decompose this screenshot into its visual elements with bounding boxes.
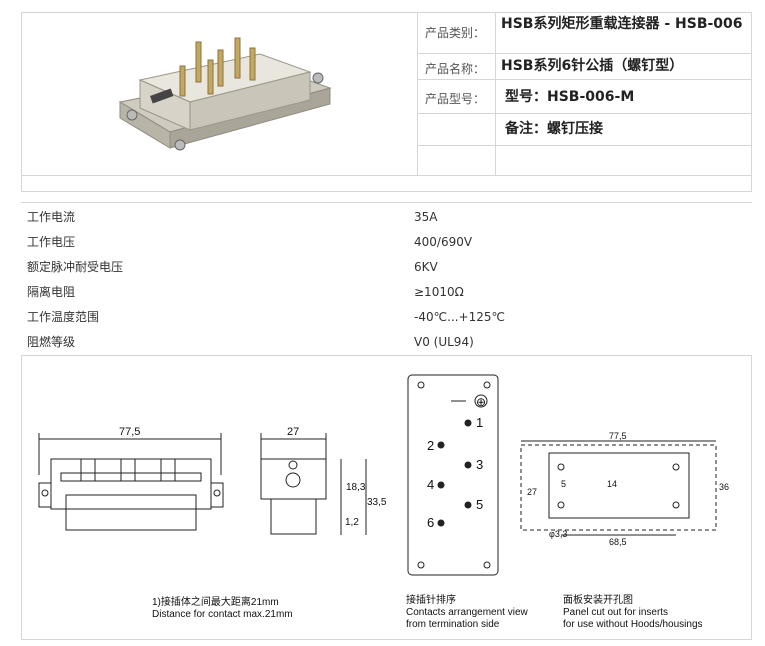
- panel-h3: 5: [561, 479, 566, 489]
- spec-value: V0 (UL94): [414, 335, 474, 349]
- pin-label: 2: [427, 438, 434, 453]
- spec-value: -40℃...+125℃: [414, 310, 505, 324]
- category-value: HSB系列矩形重载连接器 - HSB-006: [501, 16, 743, 32]
- product-photo: [118, 37, 332, 151]
- panel-h2: 14: [607, 479, 617, 489]
- divider: [21, 175, 752, 176]
- caption-dimensions: 1)接插体之间最大距离21mm Distance for contact max…: [152, 597, 293, 620]
- category-label: 产品类别：: [425, 26, 486, 40]
- pe-symbol: ⊕: [476, 395, 486, 409]
- spec-key: 阻燃等级: [27, 335, 76, 349]
- spec-value: ≥1010Ω: [414, 285, 464, 299]
- spec-value: 400/690V: [414, 235, 473, 249]
- spec-key: 额定脉冲耐受电压: [27, 260, 124, 274]
- product-header-box: [21, 12, 752, 192]
- spec-key: 工作电流: [27, 210, 76, 224]
- spec-key: 工作温度范围: [27, 310, 100, 324]
- panel-hole: 68,5: [609, 537, 627, 547]
- spec-value: 35A: [414, 210, 438, 224]
- pin-label: 5: [476, 497, 483, 512]
- pin-label: 4: [427, 477, 434, 492]
- spec-key: 工作电压: [27, 235, 76, 249]
- pin-label: 3: [476, 457, 483, 472]
- caption-contacts: 接插针排序 Contacts arrangement view from ter…: [406, 595, 528, 630]
- dim-h3: 1,2: [345, 517, 359, 528]
- pin-label: 6: [427, 515, 434, 530]
- panel-width: 77,5: [609, 431, 627, 441]
- drawing-box: [21, 355, 752, 640]
- note-value: 备注：螺钉压接: [505, 121, 603, 137]
- divider: [21, 202, 752, 203]
- model-label: 产品型号：: [425, 92, 486, 106]
- model-value: 型号：HSB-006-M: [505, 89, 635, 105]
- divider: [417, 145, 752, 146]
- name-value: HSB系列6针公插（螺钉型）: [501, 58, 684, 74]
- panel-h4: 36: [719, 482, 729, 492]
- caption-panel: 面板安装开孔图 Panel cut out for inserts for us…: [563, 595, 703, 630]
- name-label: 产品名称：: [425, 62, 486, 76]
- dim-h1: 18,3: [346, 482, 366, 493]
- divider: [417, 113, 752, 114]
- pin-label: 1: [476, 415, 483, 430]
- spec-key: 隔离电阻: [27, 285, 76, 299]
- divider: [417, 12, 418, 175]
- dim-side: 27: [287, 426, 299, 438]
- spec-value: 6KV: [414, 260, 438, 274]
- dim-h2: 33,5: [367, 497, 387, 508]
- divider: [417, 53, 752, 54]
- panel-dia: φ3,3: [549, 529, 567, 539]
- panel-h1: 27: [527, 487, 537, 497]
- divider: [495, 12, 496, 175]
- dim-width: 77,5: [119, 426, 140, 438]
- technical-drawing: 77,5 27 18,3 33,5 1,2 ⊕ 1 2 3 4 5 6 77,5…: [38, 374, 729, 576]
- divider: [417, 79, 752, 80]
